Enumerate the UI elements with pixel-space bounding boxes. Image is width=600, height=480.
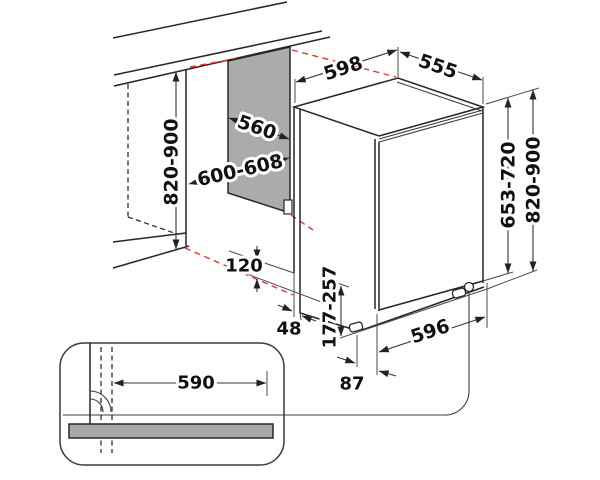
label-niche-height: 820-900: [161, 118, 183, 205]
label-appliance-depth: 555: [415, 50, 460, 84]
label-appliance-height: 820-900: [523, 136, 545, 223]
dimension-side-gap: [277, 273, 317, 323]
door-swing-arc: [89, 398, 104, 413]
label-appliance-width: 598: [321, 52, 366, 85]
door-swing-arc-2: [89, 390, 112, 413]
dishwasher: [228, 77, 538, 339]
dimension-plinth-height: [330, 280, 350, 337]
dimension-niche-width: [188, 157, 290, 185]
label-side-gap: 48: [276, 318, 301, 339]
dimension-side-panel-depth: [228, 117, 290, 140]
front-foot: [348, 321, 364, 333]
label-plinth-recess: 120: [225, 255, 263, 276]
leader-line: [63, 292, 470, 416]
adjustable-feet: [348, 281, 475, 333]
label-base-width: 596: [408, 315, 453, 348]
dimension-plinth-panel-width: [113, 371, 268, 396]
label-plinth-panel-width: 590: [177, 372, 215, 393]
rear-foot-wheel: [463, 281, 475, 293]
dimension-foot-setback: [336, 314, 397, 378]
dishwasher-top-face: [291, 77, 486, 137]
rear-foot: [451, 287, 467, 299]
dimension-base-width: [378, 283, 488, 353]
label-foot-setback: 87: [339, 373, 364, 394]
niche-hidden-floor-edge: [127, 216, 178, 235]
detail-bubble: [59, 292, 470, 466]
label-furniture-door-height: 653-720: [498, 141, 520, 228]
dimension-appliance-width: [294, 47, 399, 103]
dimension-appliance-depth: [399, 51, 484, 104]
worktop: [112, 1, 331, 87]
bubble-outline: [59, 342, 285, 466]
label-plinth-height: 177-257: [319, 266, 340, 349]
rear-rail-cutout: [283, 199, 293, 215]
plinth-bar: [68, 423, 274, 439]
